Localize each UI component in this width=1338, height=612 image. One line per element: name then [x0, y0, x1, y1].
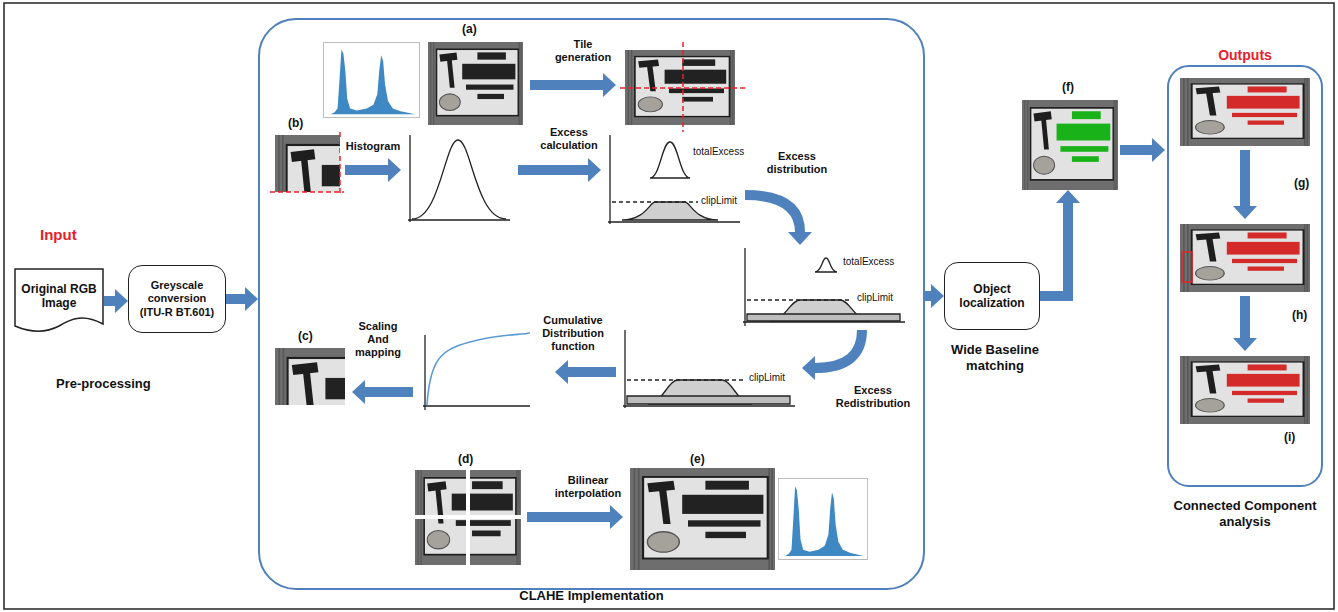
mapped-tile — [275, 348, 415, 462]
redistribution-plot — [627, 396, 790, 404]
localized-image — [1022, 100, 1118, 190]
distribution-plot — [743, 248, 905, 326]
panel-tag: (f) — [1062, 80, 1074, 94]
plot-annotation: clipLimit — [700, 195, 738, 207]
process-box: Greyscale conversion (ITU-R BT.601) — [128, 265, 226, 333]
enhanced-image — [630, 468, 775, 570]
document-outline — [15, 269, 103, 331]
step-label: Bilinear interpolation — [552, 474, 624, 500]
stage-panel: CLAHE Implementation — [258, 18, 925, 590]
flow-arrows — [815, 330, 862, 368]
clip-plot — [612, 201, 698, 202]
node-text: Object localization — [951, 282, 1033, 311]
stage-label: Connected Component analysis — [1160, 498, 1330, 529]
process-box: Object localization — [944, 262, 1040, 330]
stage-label: Pre-processing — [56, 376, 151, 392]
plot-annotation: clipLimit — [748, 372, 786, 384]
node-text: CLAHE Implementation — [260, 588, 923, 603]
flow-arrows — [527, 512, 610, 522]
enhanced-histogram — [778, 479, 867, 560]
step-label: Histogram — [340, 140, 406, 153]
plot-annotation: clipLimit — [856, 292, 894, 304]
output-image — [1180, 356, 1310, 424]
plot-annotation: totalExcess — [692, 146, 745, 158]
distribution-plot — [747, 299, 852, 300]
tile-crop — [270, 132, 344, 196]
node-text: Outputs — [1169, 47, 1321, 63]
output-image — [1180, 224, 1310, 292]
tile-image — [620, 42, 745, 132]
flow-arrows — [530, 80, 603, 90]
panel-tag: (e) — [690, 452, 705, 466]
flow-arrows — [345, 165, 388, 175]
step-label: Scaling And mapping — [348, 320, 408, 360]
input-histogram — [323, 42, 419, 117]
step-label: Excess Redistribution — [826, 384, 920, 410]
output-image — [1180, 78, 1310, 146]
mapped-tile — [275, 348, 415, 462]
flow-arrow — [226, 294, 245, 304]
step-label: Tile generation — [548, 38, 618, 64]
redistribution-plot — [623, 330, 795, 408]
cdf-plot — [423, 335, 530, 410]
input-histogram — [323, 42, 419, 117]
tile-quadrants — [415, 470, 521, 565]
cdf-plot — [427, 333, 530, 405]
stage-label: Wide Baseline matching — [930, 342, 1060, 373]
output-panel: Outputs — [1167, 65, 1323, 487]
panel-tag: (b) — [288, 116, 303, 130]
cdf-plot — [423, 333, 530, 410]
output-image — [1180, 356, 1310, 424]
clip-plot — [650, 142, 690, 178]
bell-plot — [412, 140, 506, 219]
step-label: Cumulative Distribution function — [530, 314, 616, 354]
output-image — [1182, 252, 1192, 282]
panel-tag: (c) — [298, 329, 313, 343]
flow-arrows — [1240, 296, 1250, 338]
distribution-plot — [815, 258, 837, 272]
flow-arrows — [518, 165, 588, 175]
panel-tag: (d) — [458, 452, 473, 466]
plot-annotation: totalExcess — [842, 256, 895, 268]
output-image — [1180, 224, 1310, 292]
tile-quadrants — [419, 473, 521, 565]
node-text: Original RGB Image — [20, 282, 98, 311]
distribution-plot — [743, 248, 905, 326]
mapped-tile — [275, 348, 415, 462]
flow-arrows — [1240, 150, 1250, 206]
flow-arrows — [745, 195, 800, 232]
sign-image — [428, 42, 523, 125]
figure-frame — [4, 3, 1334, 609]
bell-plot — [408, 135, 510, 222]
document-shape: Original RGB Image — [14, 268, 104, 334]
input-label: Input — [40, 226, 77, 244]
node-text: Greyscale conversion (ITU-R BT.601) — [135, 279, 219, 319]
flow-arrow — [104, 296, 115, 306]
flow-arrows — [1120, 145, 1152, 155]
tile-quadrants — [419, 473, 521, 565]
sign-image — [428, 42, 523, 125]
flow-arrows — [345, 85, 1245, 517]
tile-crop — [270, 132, 405, 249]
flow-arrow — [925, 291, 931, 301]
panel-tag: (g) — [1294, 176, 1309, 190]
bell-plot — [408, 135, 510, 222]
enhanced-image — [630, 468, 775, 570]
flow-arrows — [1040, 203, 1068, 296]
distribution-plot — [747, 314, 900, 321]
step-label: Excess distribution — [760, 150, 834, 176]
redistribution-plot — [623, 330, 795, 408]
step-label: Excess calculation — [536, 126, 602, 152]
panel-tag: (a) — [462, 22, 477, 36]
localized-image — [1022, 100, 1118, 190]
tile-image — [620, 42, 745, 132]
redistribution-plot — [627, 379, 745, 380]
panel-tag: (i) — [1284, 430, 1295, 444]
enhanced-histogram — [778, 479, 867, 560]
output-image — [1180, 78, 1310, 146]
panel-tag: (h) — [1292, 308, 1307, 322]
flow-arrows — [568, 367, 616, 377]
flow-arrows — [365, 387, 413, 397]
